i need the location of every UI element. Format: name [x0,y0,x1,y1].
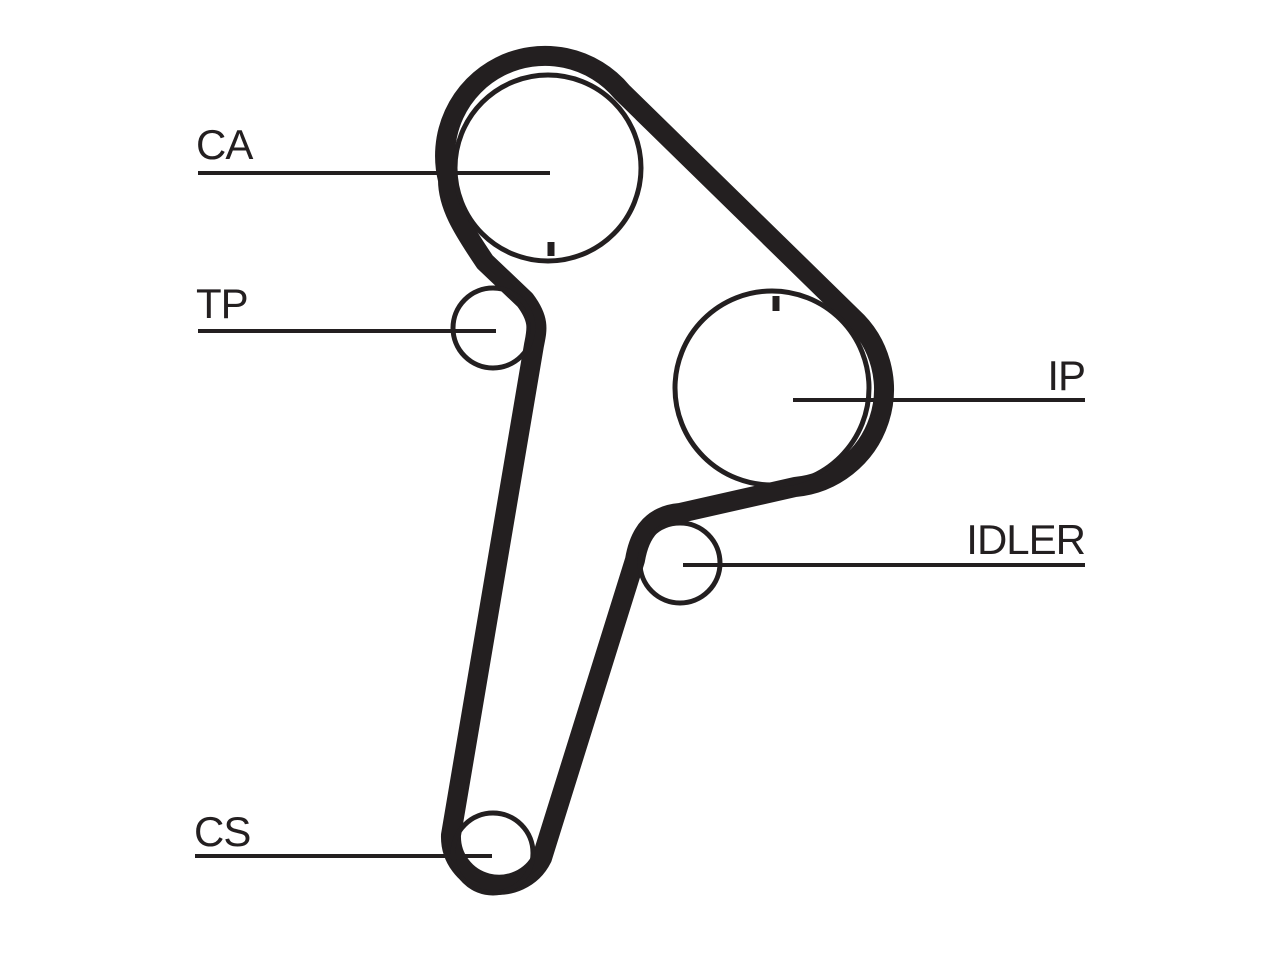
crankshaft-pulley [450,810,536,896]
camshaft-label: CA [196,121,253,168]
tensioner-pulley [450,285,536,371]
tensioner-label: TP [196,280,248,327]
injection-pump-label: IP [1047,352,1085,399]
crankshaft-label: CS [194,808,250,855]
timing-belt [435,45,894,895]
camshaft-pulley [452,72,644,264]
injection-pump-pulley [672,288,872,488]
idler-label: IDLER [966,516,1085,563]
